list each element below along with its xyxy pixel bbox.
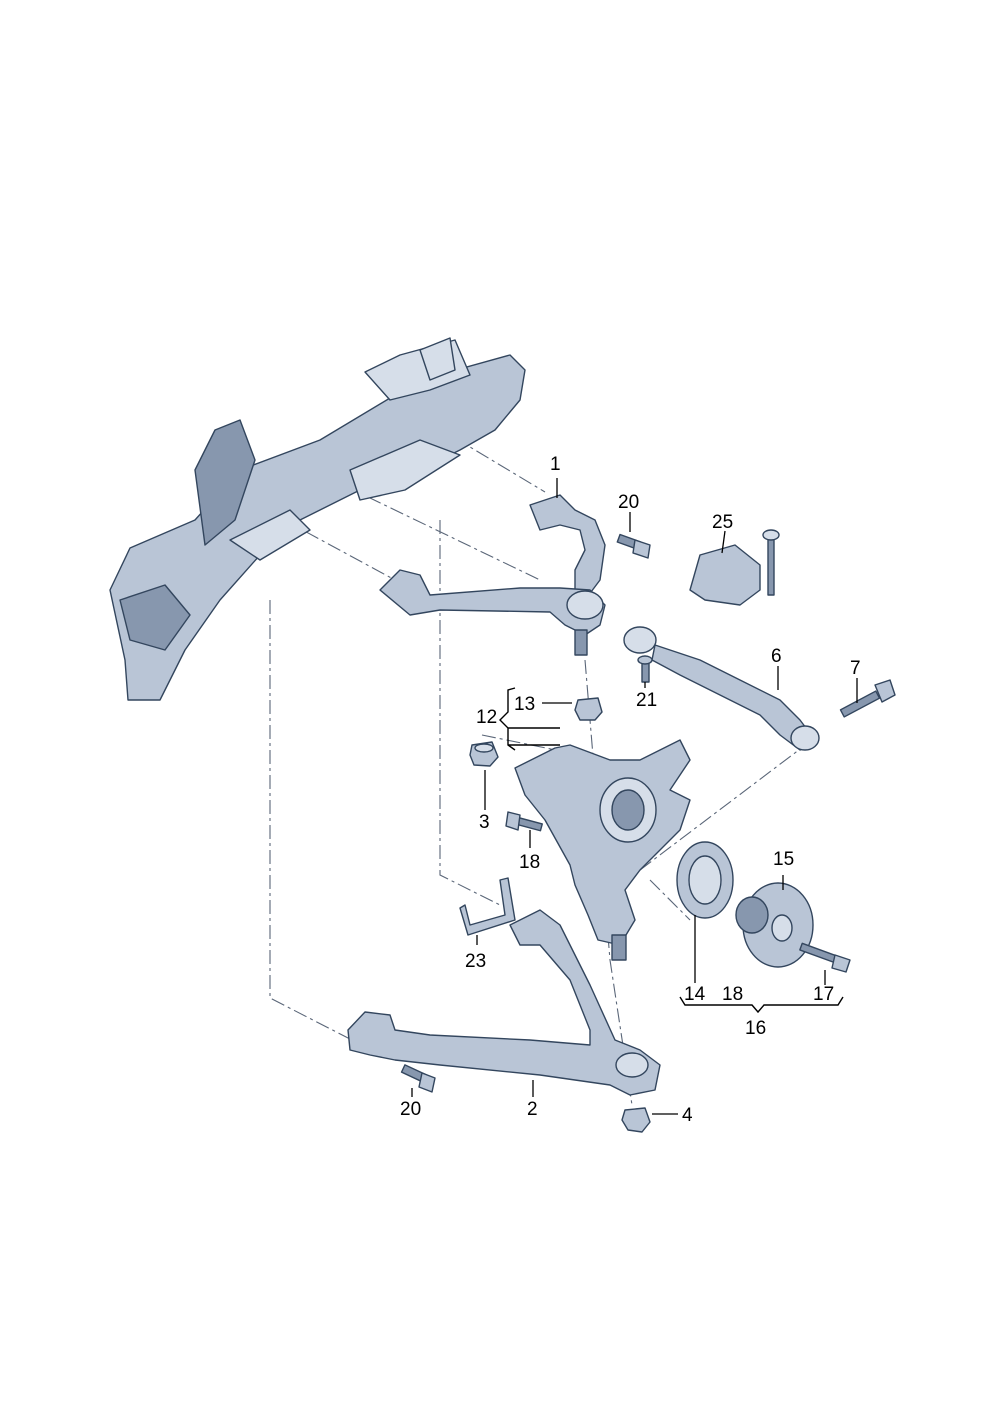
callout-14: 14 — [684, 984, 706, 1005]
callout-4: 4 — [682, 1105, 693, 1126]
callout-23: 23 — [465, 951, 486, 972]
callout-25: 25 — [712, 512, 733, 533]
bracket-16 — [679, 996, 844, 1014]
nut-13 — [574, 697, 603, 721]
callout-12: 12 — [476, 707, 497, 728]
wheel-bearing — [676, 841, 734, 919]
callout-6: 6 — [771, 646, 782, 667]
bolt-lower — [400, 1064, 436, 1093]
subframe — [109, 337, 526, 701]
nut-3 — [469, 741, 499, 767]
callout-17: 17 — [813, 984, 834, 1005]
bolt-21 — [637, 655, 653, 683]
callout-7: 7 — [850, 658, 861, 679]
bolt-18-knuckle — [505, 811, 543, 832]
callout-20-lower: 20 — [400, 1099, 421, 1120]
bolt-7 — [839, 679, 896, 718]
bracket-23 — [459, 877, 516, 936]
callout-20-upper: 20 — [618, 492, 639, 513]
callout-18-knuckle: 18 — [519, 852, 540, 873]
nut-4 — [621, 1107, 651, 1133]
level-sensor — [689, 529, 780, 606]
callout-labels: 1 20 25 6 7 21 13 12 3 18 15 23 14 18 17… — [400, 454, 861, 1126]
callout-18-hub: 18 — [722, 984, 743, 1005]
callout-13: 13 — [514, 694, 535, 715]
leader-lines — [411, 478, 858, 1115]
hub-bolt — [799, 942, 851, 973]
upper-wishbone-front — [379, 494, 606, 656]
callout-1: 1 — [550, 454, 561, 475]
lower-wishbone — [347, 909, 661, 1096]
callout-15: 15 — [773, 849, 794, 870]
wheel-carrier — [514, 739, 691, 961]
callout-21: 21 — [636, 690, 657, 711]
callout-16: 16 — [745, 1018, 766, 1039]
tie-rod — [623, 626, 820, 751]
callout-2: 2 — [527, 1099, 538, 1120]
bolt-upper — [616, 533, 651, 559]
bracket-12 — [499, 687, 560, 751]
wheel-hub — [735, 882, 814, 968]
callout-3: 3 — [479, 812, 490, 833]
